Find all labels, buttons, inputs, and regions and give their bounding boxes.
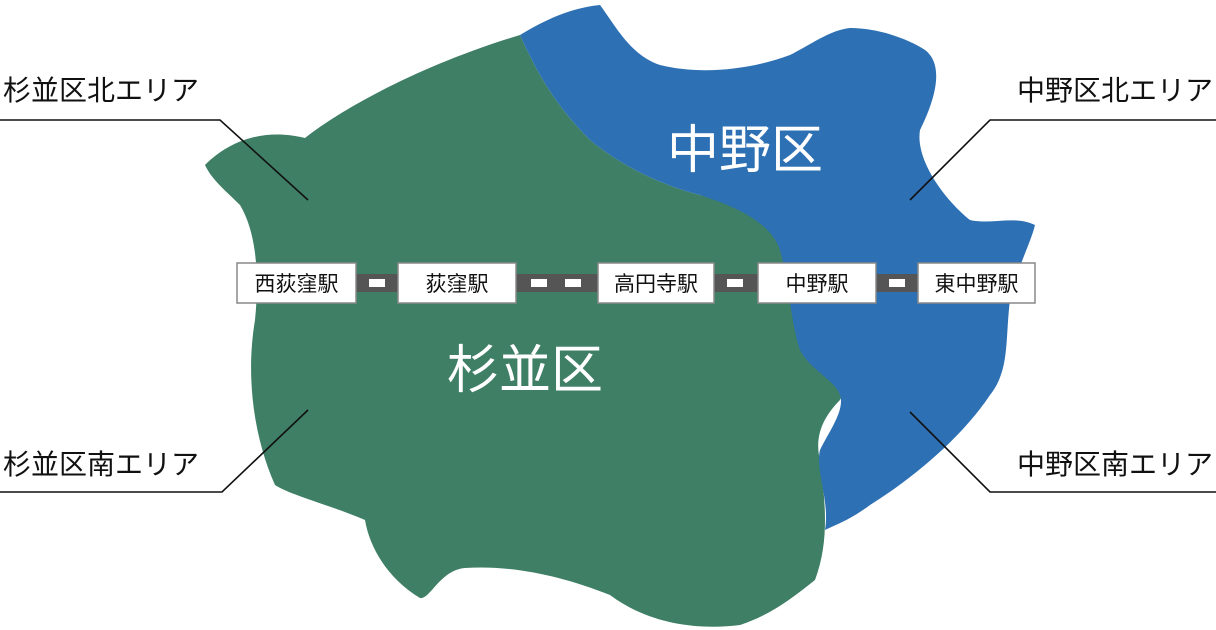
suginami-ward-area[interactable]: [205, 35, 843, 627]
suginami-ward-name: 杉並区: [447, 341, 603, 401]
station-nishiogikubo[interactable]: 西荻窪駅: [236, 262, 357, 304]
nakano-north-area-label[interactable]: 中野区北エリア: [1017, 74, 1213, 107]
station-label: 東中野駅: [935, 272, 1019, 296]
suginami-north-leader: [0, 119, 309, 201]
station-box: [917, 262, 1036, 304]
station-box: [757, 262, 877, 304]
railway-sleeper: [369, 279, 385, 287]
station-label: 高円寺駅: [614, 272, 698, 296]
nakano-ward-area[interactable]: [520, 5, 1035, 530]
nakano-ward-name: 中野区: [667, 121, 823, 181]
station-box: [597, 262, 715, 304]
station-higashi-nakano[interactable]: 東中野駅: [917, 262, 1036, 304]
railway-sleeper: [565, 279, 581, 287]
station-label: 西荻窪駅: [255, 272, 339, 296]
railway-sleeper: [889, 279, 905, 287]
railway-sleeper: [727, 279, 743, 287]
nakano-south-leader: [909, 411, 1216, 493]
station-label: 中野駅: [786, 272, 849, 296]
nakano-north-leader: [909, 119, 1216, 201]
station-box: [397, 262, 517, 304]
station-nakano[interactable]: 中野駅: [757, 262, 877, 304]
railway-sleeper: [531, 279, 547, 287]
station-ogikubo[interactable]: 荻窪駅: [397, 262, 517, 304]
suginami-south-leader: [0, 409, 309, 493]
station-koenji[interactable]: 高円寺駅: [597, 262, 715, 304]
suginami-south-area-label[interactable]: 杉並区南エリア: [3, 448, 199, 481]
railway-segment-2: [516, 274, 598, 292]
suginami-north-area-label[interactable]: 杉並区北エリア: [3, 74, 199, 107]
chuo-line-railway: [356, 274, 918, 292]
station-label: 荻窪駅: [426, 272, 489, 296]
station-box: [236, 262, 357, 304]
nakano-south-area-label[interactable]: 中野区南エリア: [1017, 448, 1213, 481]
